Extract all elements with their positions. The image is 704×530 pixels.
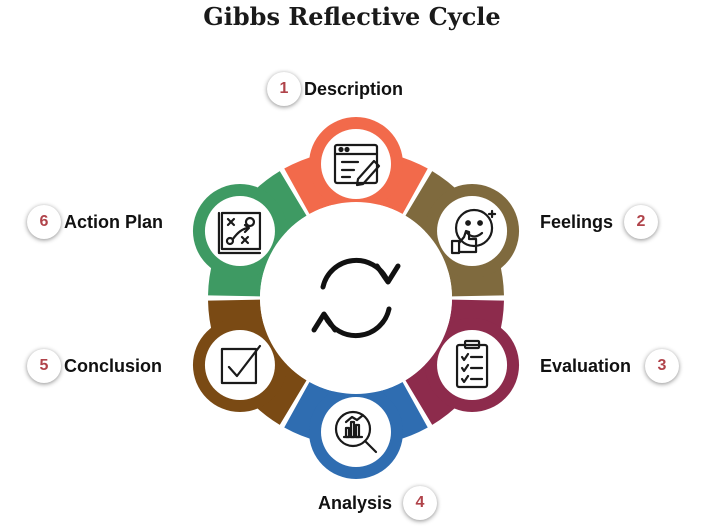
smiley-thumbs-up-icon	[437, 196, 508, 266]
step-6-badge: 6	[27, 205, 61, 239]
magnifier-chart-icon	[321, 397, 391, 467]
cycle-center	[260, 202, 452, 394]
step-1-badge: 1	[267, 72, 301, 106]
document-pencil-icon	[321, 129, 391, 199]
step-2-badge: 2	[624, 205, 658, 239]
step-5-badge: 5	[27, 349, 61, 383]
step-4-badge: 4	[403, 486, 437, 520]
diagram-title: Gibbs Reflective Cycle	[203, 2, 501, 31]
checkbox-tick-icon	[204, 330, 275, 400]
step-3-badge: 3	[645, 349, 679, 383]
strategy-board-icon	[204, 196, 275, 266]
step-1-label: Description	[304, 79, 404, 99]
refresh-cycle-icon	[311, 257, 401, 339]
step-5-label: Conclusion	[64, 356, 162, 376]
step-6-label: Action Plan	[64, 212, 164, 232]
step-3-label: Evaluation	[540, 356, 632, 376]
clipboard-checklist-icon	[437, 330, 508, 400]
step-2-label: Feelings	[540, 212, 614, 232]
step-4-label: Analysis	[318, 493, 393, 513]
